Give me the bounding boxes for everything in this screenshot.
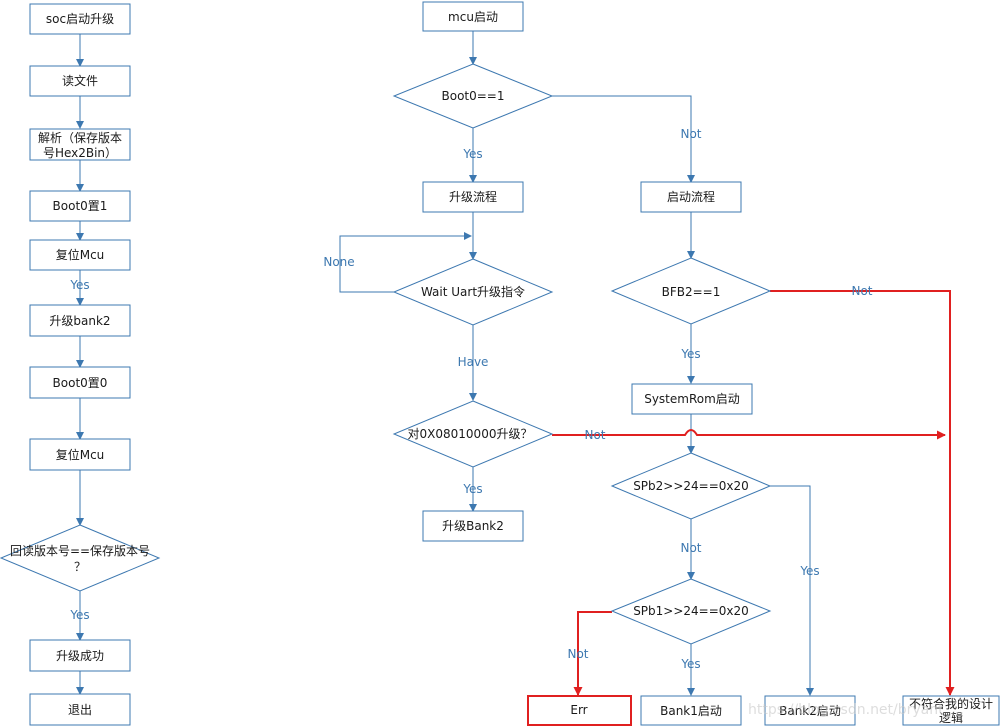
mcu-systemrom-node: SystemRom启动: [631, 383, 753, 415]
mcu-yes-label-spb1: Yes: [680, 657, 700, 671]
mcu-not-label-bfb2: Not: [851, 284, 872, 298]
mcu-upgrade-bank2-node: 升级Bank2: [422, 510, 524, 542]
mcu-boot0-decision-label: Boot0==1: [442, 89, 505, 103]
soc-upgrade-bank2-label: 升级bank2: [49, 314, 110, 328]
mcu-boot-process-label: 启动流程: [667, 189, 715, 204]
soc-success-node: 升级成功: [29, 639, 131, 672]
edge-mcu-bfb2-not-design: [770, 290, 955, 696]
mcu-systemrom-label: SystemRom启动: [644, 392, 740, 406]
mcu-yes-label-addr: Yes: [462, 482, 482, 496]
watermark-text: https://blog.csdn.net/bryant_...: [748, 702, 964, 718]
soc-reset-mcu-node-2: 复位Mcu: [29, 438, 131, 471]
mcu-wait-uart-decision: Wait Uart升级指令: [392, 258, 554, 326]
soc-version-check-label-line2: ？: [74, 560, 86, 574]
mcu-bfb2-decision: BFB2==1: [610, 257, 772, 325]
mcu-upgrade-process-label: 升级流程: [449, 189, 497, 204]
mcu-addr-decision-label: 对0X08010000升级？: [408, 427, 533, 441]
soc-boot0-set0-label: Boot0置0: [53, 376, 108, 390]
soc-success-label: 升级成功: [56, 649, 104, 663]
edge-mcu-addr-not-design: [552, 429, 946, 440]
mcu-spb1-decision: SPb1>>24==0x20: [610, 578, 772, 645]
mcu-spb2-decision: SPb2>>24==0x20: [610, 452, 772, 520]
edge-mcu-wait-none-loop: [339, 232, 472, 293]
mcu-not-label-boot0: Not: [680, 127, 701, 141]
mcu-bank1-start-label: Bank1启动: [660, 704, 722, 718]
soc-reset-mcu-label-2: 复位Mcu: [56, 447, 105, 462]
mcu-err-label: Err: [570, 703, 587, 717]
soc-parse-label-line1: 解析（保存版本: [38, 131, 122, 145]
mcu-err-node: Err: [527, 695, 632, 726]
edge-mcu-spb1-not-err: [573, 611, 612, 696]
soc-version-check-label-line1: 回读版本号==保存版本号: [10, 544, 150, 558]
mcu-have-label: Have: [458, 355, 489, 369]
mcu-bfb2-decision-label: BFB2==1: [662, 285, 721, 299]
mcu-bank2-start-node: Bank2启动: [764, 695, 856, 726]
mcu-boot-process-node: 启动流程: [640, 181, 742, 213]
mcu-not-label-addr: Not: [584, 428, 605, 442]
mcu-not-label-spb1: Not: [567, 647, 588, 661]
edge-mcu-spb2-bank2: [770, 485, 814, 696]
mcu-yes-label-spb2: Yes: [799, 564, 819, 578]
mcu-not-label-spb2: Not: [680, 541, 701, 555]
mcu-flow: mcu启动 Boot0==1 Yes Not 升级流程 启动流程 Wait Ua…: [323, 1, 1000, 726]
soc-exit-node: 退出: [29, 693, 131, 726]
soc-parse-label-line2: 号Hex2Bin）: [43, 146, 117, 160]
soc-boot0-set0-node: Boot0置0: [29, 366, 131, 399]
mcu-not-my-design-label-line1: 不符合我的设计: [909, 696, 993, 711]
mcu-start-label: mcu启动: [448, 10, 498, 24]
mcu-bank2-start-label: Bank2启动: [779, 704, 841, 718]
mcu-upgrade-bank2-label: 升级Bank2: [442, 519, 504, 533]
mcu-upgrade-process-node: 升级流程: [422, 181, 524, 213]
soc-exit-label: 退出: [68, 703, 92, 717]
mcu-yes-label-bfb2: Yes: [680, 347, 700, 361]
mcu-boot0-decision: Boot0==1: [392, 63, 554, 129]
soc-read-file-node: 读文件: [29, 65, 131, 97]
mcu-not-my-design-label-line2: 逻辑: [939, 711, 963, 725]
mcu-addr-decision: 对0X08010000升级？: [392, 400, 554, 468]
mcu-not-my-design-node: 不符合我的设计 逻辑: [902, 695, 1000, 726]
soc-reset-mcu-label-1: 复位Mcu: [56, 247, 105, 262]
soc-read-file-label: 读文件: [62, 73, 98, 88]
soc-reset-mcu-node-1: 复位Mcu: [29, 239, 131, 271]
soc-parse-node: 解析（保存版本 号Hex2Bin）: [29, 128, 131, 161]
soc-version-check-decision: 回读版本号==保存版本号 ？: [0, 524, 161, 592]
soc-yes-label-1: Yes: [69, 278, 89, 292]
mcu-bank1-start-node: Bank1启动: [640, 695, 742, 726]
mcu-yes-label-boot0: Yes: [462, 147, 482, 161]
edge-mcu-boot0-bootprocess: [552, 95, 695, 183]
soc-boot0-set1-node: Boot0置1: [29, 190, 131, 222]
soc-yes-label-2: Yes: [69, 608, 89, 622]
mcu-none-label: None: [323, 255, 354, 269]
mcu-spb2-decision-label: SPb2>>24==0x20: [633, 479, 749, 493]
mcu-spb1-decision-label: SPb1>>24==0x20: [633, 604, 749, 618]
mcu-start-node: mcu启动: [422, 1, 524, 32]
soc-start-label: soc启动升级: [46, 12, 114, 26]
mcu-wait-uart-label: Wait Uart升级指令: [421, 284, 525, 299]
soc-boot0-set1-label: Boot0置1: [53, 199, 108, 213]
soc-flow: soc启动升级 读文件 解析（保存版本 号Hex2Bin） Boot0置1 复位…: [0, 3, 161, 726]
soc-start-node: soc启动升级: [29, 3, 131, 35]
soc-upgrade-bank2-node: 升级bank2: [29, 304, 131, 337]
